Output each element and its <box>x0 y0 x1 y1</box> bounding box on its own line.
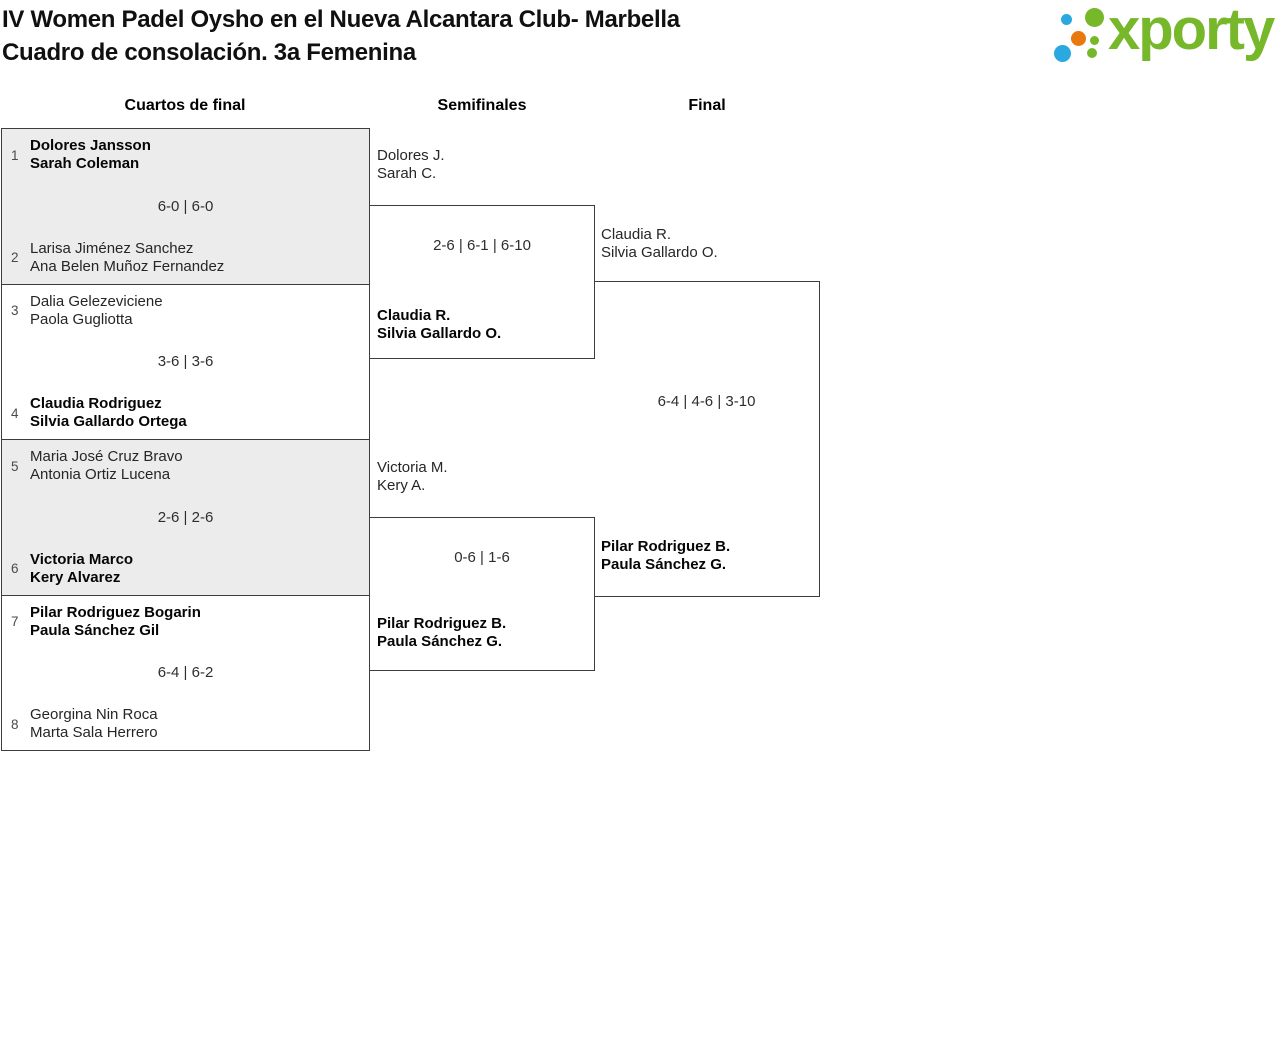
team-row: 3 Dalia Gelezeviciene Paola Gugliotta <box>2 293 369 329</box>
round-header-semifinals: Semifinales <box>437 97 527 114</box>
team-row: 1 Dolores Jansson Sarah Coleman <box>2 137 369 173</box>
team-name: Georgina Nin Roca <box>30 706 158 723</box>
team-name: Claudia R. <box>377 307 451 324</box>
round-header-final: Final <box>688 97 726 114</box>
team-name: Claudia R. <box>601 226 672 243</box>
quarterfinal-match-2: 3 Dalia Gelezeviciene Paola Gugliotta 3-… <box>2 285 369 440</box>
team-name: Ana Belen Muñoz Fernandez <box>30 257 225 275</box>
team-name: Larisa Jiménez Sanchez <box>30 239 194 257</box>
page-title-line2: Cuadro de consolación. 3a Femenina <box>2 39 416 66</box>
team-name: Sarah Coleman <box>30 155 140 172</box>
team-names: Dalia Gelezeviciene Paola Gugliotta <box>30 293 163 329</box>
xporty-logo[interactable]: xporty <box>1050 0 1278 78</box>
logo-dot-icon <box>1087 48 1097 58</box>
page-title-line1: IV Women Padel Oysho en el Nueva Alcanta… <box>2 6 680 33</box>
seed-label: 1 <box>11 147 19 163</box>
team-row: 5 Maria José Cruz Bravo Antonia Ortiz Lu… <box>2 448 369 484</box>
team-names: Pilar Rodriguez Bogarin Paula Sánchez Gi… <box>30 604 201 640</box>
team-name: Dalia Gelezeviciene <box>30 292 163 310</box>
team-name: Victoria Marco <box>30 550 134 568</box>
match-score: 6-4 | 6-2 <box>157 664 214 682</box>
team-name: Sarah C. <box>377 165 437 182</box>
team-name: Paola Gugliotta <box>30 310 133 328</box>
match-score: 2-6 | 2-6 <box>157 508 214 526</box>
seed-label: 2 <box>11 250 19 265</box>
team-names: Victoria Marco Kery Alvarez <box>30 551 133 587</box>
team-name: Silvia Gallardo O. <box>601 244 718 261</box>
team-names: Maria José Cruz Bravo Antonia Ortiz Luce… <box>30 448 183 484</box>
logo-dot-icon <box>1071 31 1086 46</box>
final-box: 6-4 | 4-6 | 3-10 Pilar Rodriguez B. Paul… <box>594 281 820 597</box>
logo-dot-icon <box>1054 45 1071 62</box>
team-names: Larisa Jiménez Sanchez Ana Belen Muñoz F… <box>30 240 224 276</box>
team-names: Georgina Nin Roca Marta Sala Herrero <box>30 706 158 742</box>
final-entrant-top: Claudia R. Silvia Gallardo O. <box>601 226 718 262</box>
seed-label: 6 <box>11 561 19 576</box>
team-name: Paula Sánchez G. <box>377 633 503 650</box>
logo-dot-icon <box>1085 8 1104 27</box>
match-score: 0-6 | 1-6 <box>454 549 510 566</box>
semifinal-1-box: 2-6 | 6-1 | 6-10 Claudia R. Silvia Galla… <box>369 205 595 359</box>
quarterfinal-match-1: 1 Dolores Jansson Sarah Coleman 6-0 | 6-… <box>2 129 369 285</box>
team-name: Pilar Rodriguez B. <box>377 615 507 632</box>
quarterfinal-match-3: 5 Maria José Cruz Bravo Antonia Ortiz Lu… <box>2 440 369 596</box>
winner-team-names: Claudia R. Silvia Gallardo O. <box>377 307 501 343</box>
seed-label: 5 <box>11 458 19 474</box>
team-name: Claudia Rodriguez <box>30 395 162 412</box>
team-row: 7 Pilar Rodriguez Bogarin Paula Sánchez … <box>2 604 369 640</box>
team-name: Dolores Jansson <box>30 137 151 154</box>
team-name: Marta Sala Herrero <box>30 724 158 741</box>
team-name: Kery Alvarez <box>30 568 121 586</box>
team-name: Silvia Gallardo Ortega <box>30 413 187 430</box>
team-name: Kery A. <box>377 477 426 494</box>
seed-label: 7 <box>11 614 19 629</box>
xporty-logo-text: xporty <box>1108 0 1275 62</box>
team-name: Paula Sánchez Gil <box>30 621 160 639</box>
team-row: 2 Larisa Jiménez Sanchez Ana Belen Muñoz… <box>2 240 369 276</box>
page-title: IV Women Padel Oysho en el Nueva Alcanta… <box>2 3 680 69</box>
match-score: 2-6 | 6-1 | 6-10 <box>433 237 531 254</box>
quarterfinal-match-4: 7 Pilar Rodriguez Bogarin Paula Sánchez … <box>2 596 369 751</box>
team-names: Dolores Jansson Sarah Coleman <box>30 137 151 173</box>
team-row: 8 Georgina Nin Roca Marta Sala Herrero <box>2 706 369 742</box>
team-name: Victoria M. <box>377 459 448 476</box>
team-name: Antonia Ortiz Lucena <box>30 466 171 483</box>
seed-label: 4 <box>11 405 19 421</box>
semifinal-2-entrant-top: Victoria M. Kery A. <box>377 459 448 495</box>
team-row: 6 Victoria Marco Kery Alvarez <box>2 551 369 587</box>
winner-team-names: Pilar Rodriguez B. Paula Sánchez G. <box>601 538 730 574</box>
team-name: Silvia Gallardo O. <box>377 325 502 342</box>
winner-team-names: Pilar Rodriguez B. Paula Sánchez G. <box>377 615 506 651</box>
semifinal-2-box: 0-6 | 1-6 Pilar Rodriguez B. Paula Sánch… <box>369 517 595 671</box>
team-names: Claudia Rodriguez Silvia Gallardo Ortega <box>30 395 187 431</box>
match-score: 6-0 | 6-0 <box>157 197 214 215</box>
logo-dot-icon <box>1090 36 1099 45</box>
match-score: 6-4 | 4-6 | 3-10 <box>657 393 756 410</box>
seed-label: 8 <box>11 716 19 732</box>
logo-dot-icon <box>1061 14 1072 25</box>
semifinal-1-entrant-top: Dolores J. Sarah C. <box>377 147 445 183</box>
team-name: Dolores J. <box>377 147 445 164</box>
team-name: Maria José Cruz Bravo <box>30 448 183 465</box>
round-header-quarterfinals: Cuartos de final <box>124 97 246 114</box>
match-score: 3-6 | 3-6 <box>157 353 214 371</box>
seed-label: 3 <box>11 303 19 318</box>
team-row: 4 Claudia Rodriguez Silvia Gallardo Orte… <box>2 395 369 431</box>
team-name: Pilar Rodriguez B. <box>601 538 731 555</box>
team-name: Pilar Rodriguez Bogarin <box>30 603 201 621</box>
team-name: Paula Sánchez G. <box>601 556 727 573</box>
quarterfinals-column: 1 Dolores Jansson Sarah Coleman 6-0 | 6-… <box>1 128 370 751</box>
